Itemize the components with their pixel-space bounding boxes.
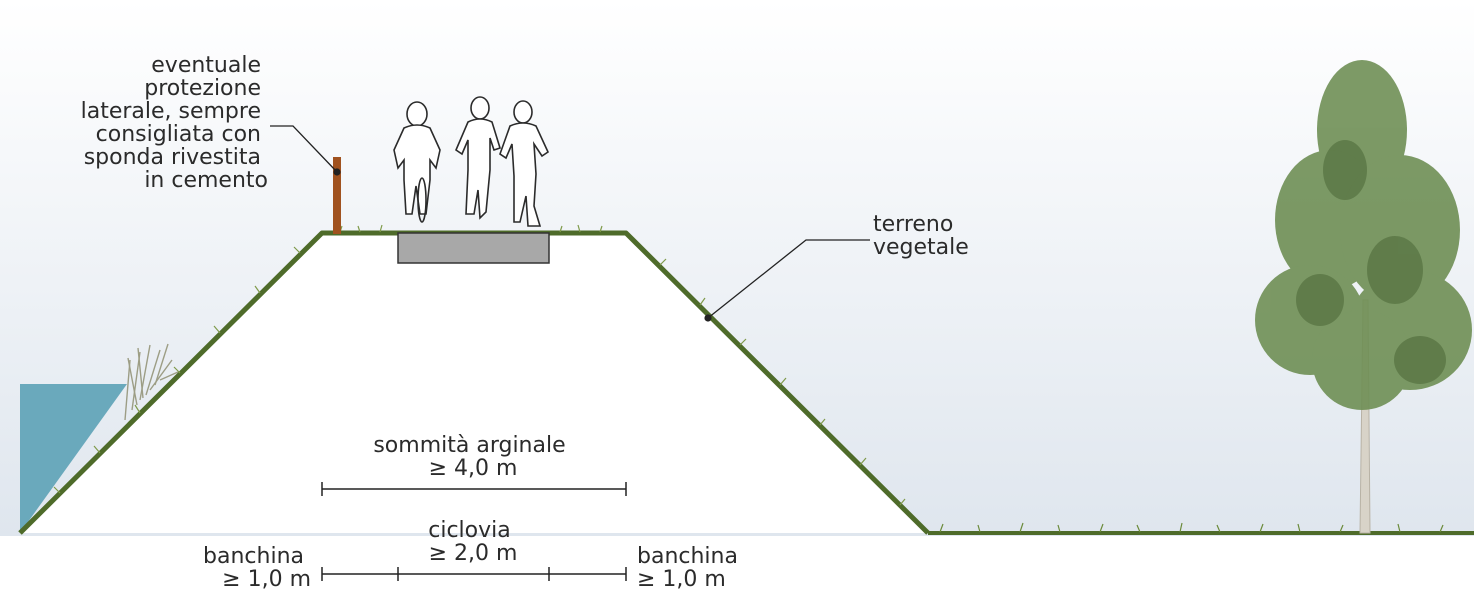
shoulder-left-label: banchina ≥ 1,0 m — [203, 544, 311, 591]
ground-grass-tufts — [939, 522, 1444, 533]
widths-dimension-line — [321, 567, 627, 581]
protection-post — [333, 157, 341, 234]
people-silhouettes-icon — [393, 96, 550, 227]
summit-label: sommità arginale ≥ 4,0 m — [373, 433, 572, 481]
protection-label: eventuale protezione laterale, sempre co… — [81, 53, 268, 193]
cyclist-icon — [393, 101, 441, 223]
soil-leader-line — [707, 239, 870, 319]
cycle-path-slab — [397, 232, 550, 264]
leader-lines — [270, 125, 870, 319]
protection-leader-line — [270, 125, 338, 173]
dimension-lines — [321, 482, 627, 581]
reeds-icon — [124, 343, 179, 421]
tree-icon — [1255, 60, 1472, 534]
summit-dimension-line — [321, 482, 627, 496]
shoulder-right-label: banchina ≥ 1,0 m — [637, 544, 745, 591]
soil-leader-dot — [704, 314, 712, 322]
cyclepath-label: ciclovia ≥ 2,0 m — [428, 518, 518, 566]
protection-leader-dot — [333, 168, 341, 176]
runner-icon — [455, 96, 501, 220]
runner-icon-2 — [499, 100, 550, 227]
soil-label: terreno vegetale — [873, 212, 969, 260]
water-body — [20, 384, 127, 533]
